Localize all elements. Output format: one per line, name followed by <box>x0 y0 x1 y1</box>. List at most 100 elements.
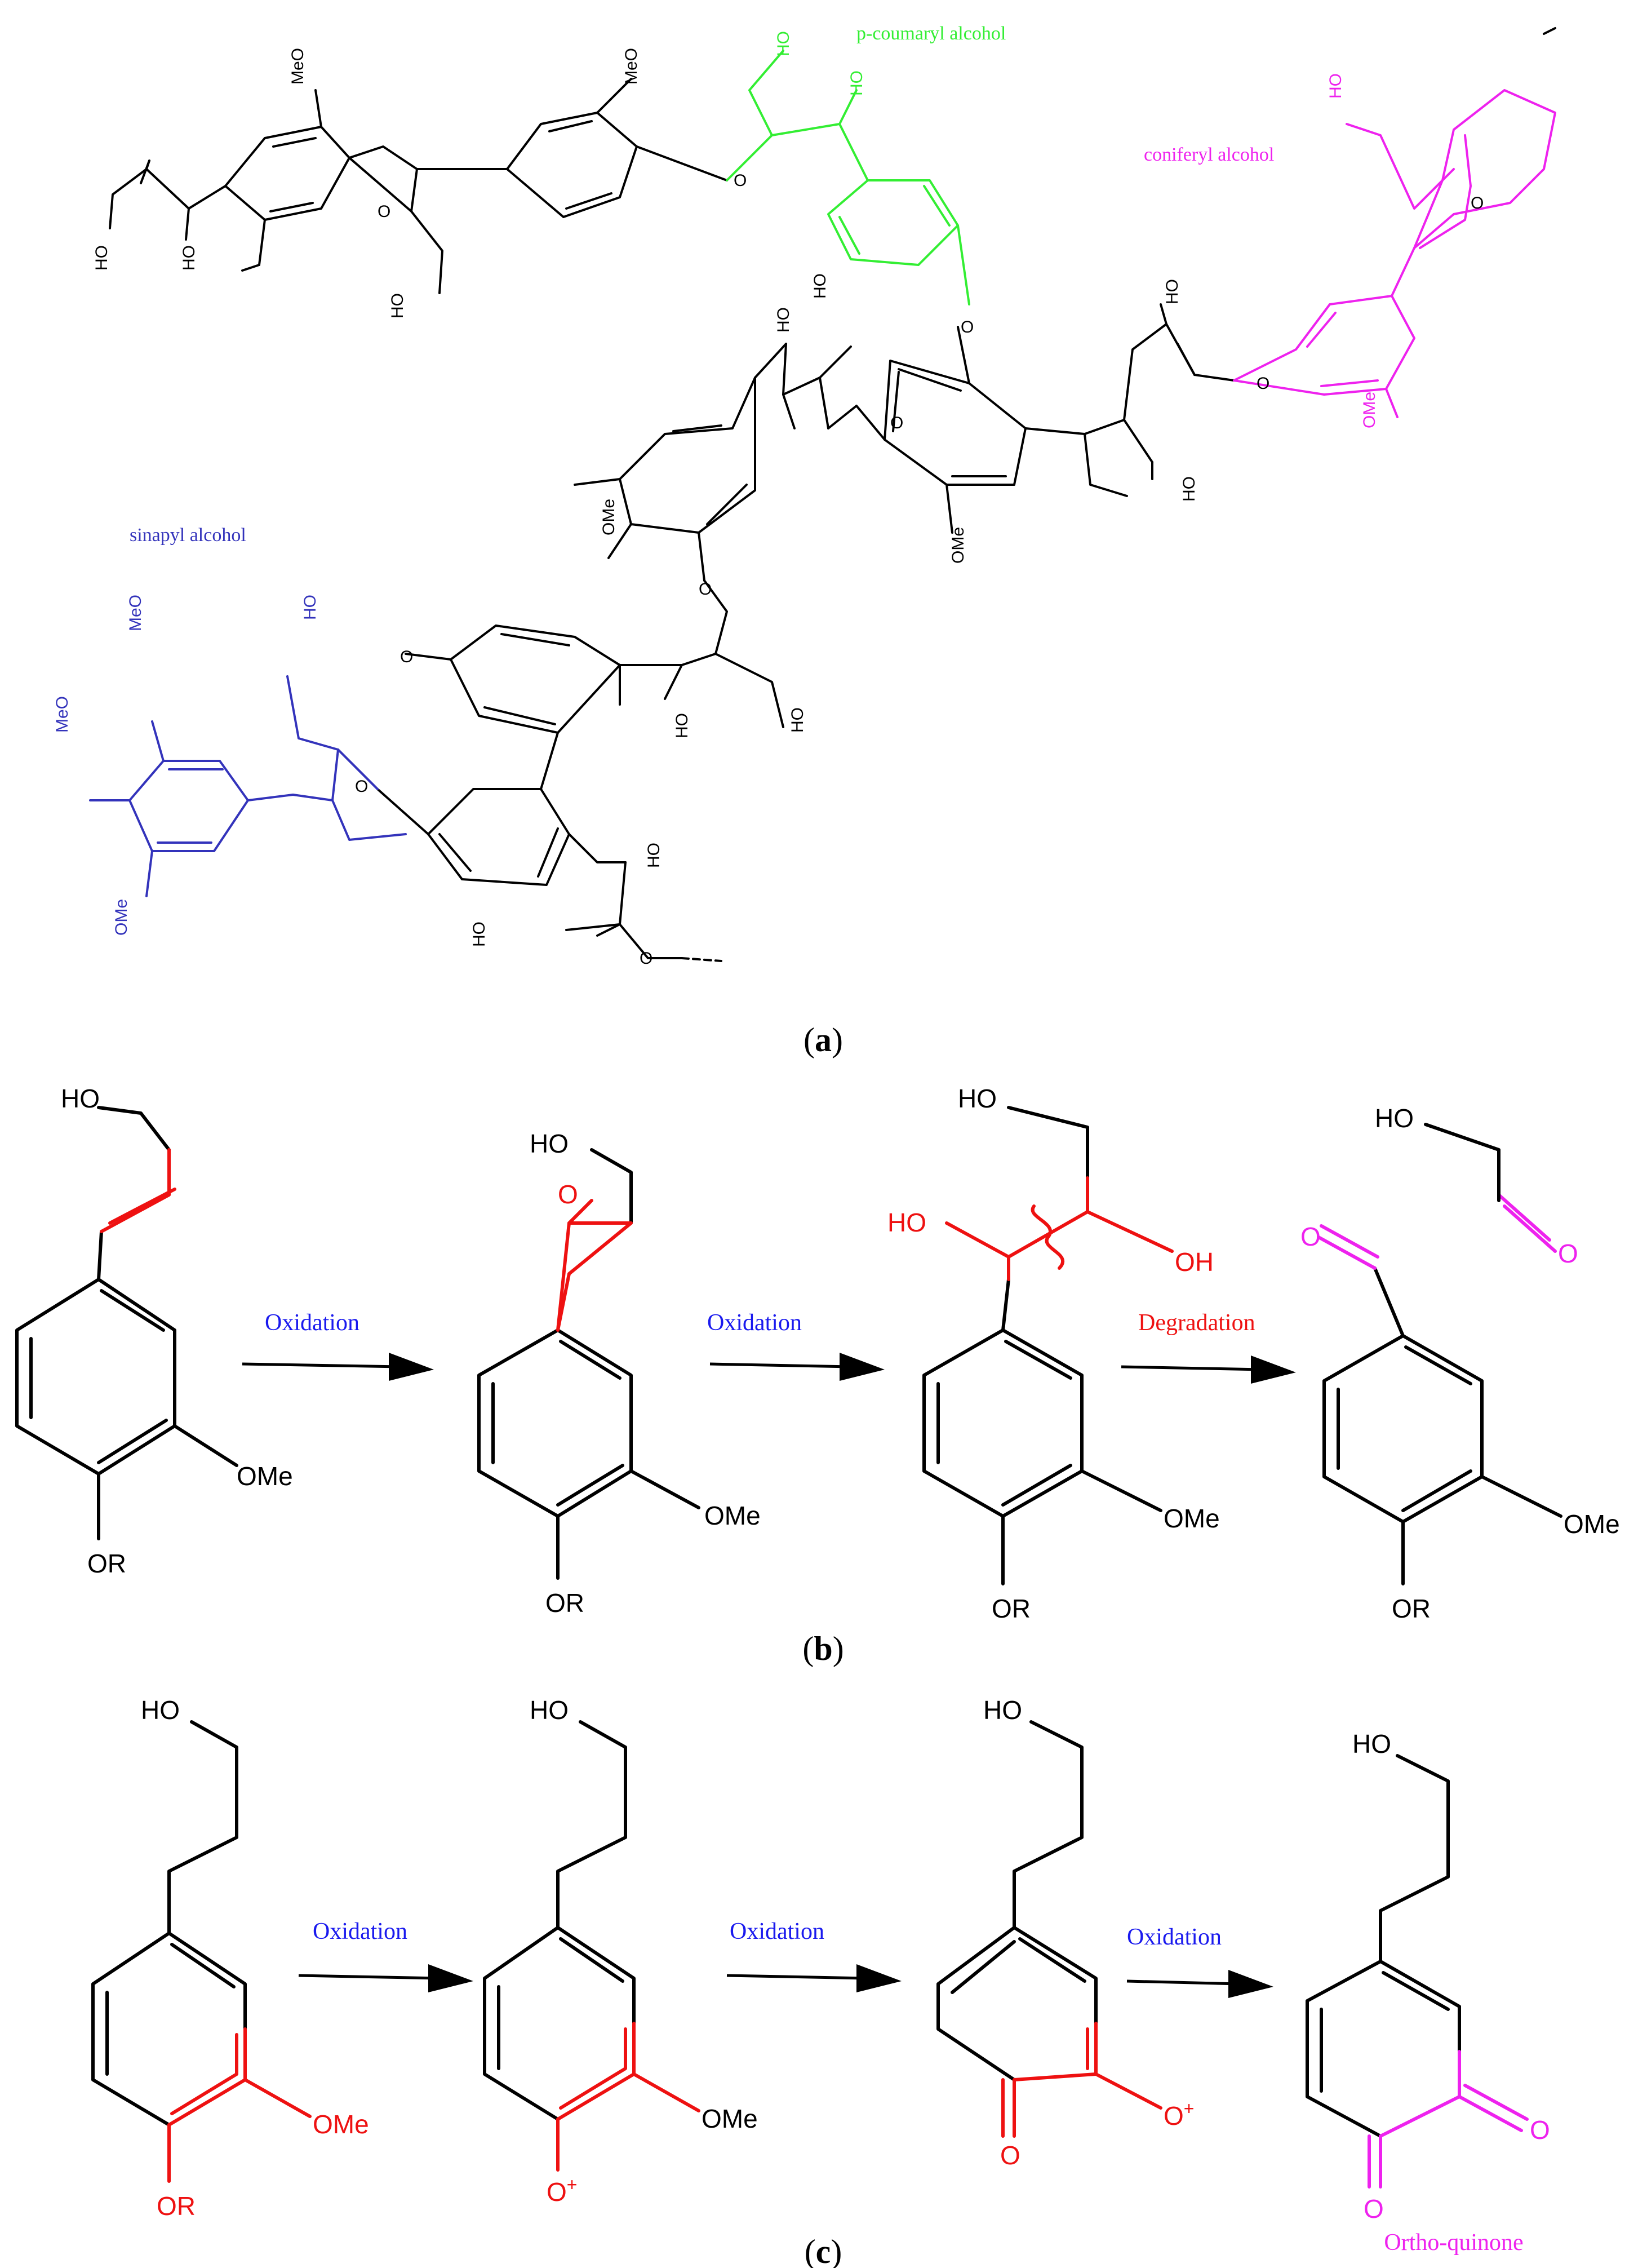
panel-b-caption: (b) <box>802 1630 844 1667</box>
sinapyl-unit <box>89 675 407 897</box>
ether-oxygen-label: O <box>378 202 390 221</box>
caption-open: ( <box>803 1021 815 1058</box>
ether-oxygen-label: O <box>734 171 747 190</box>
coniferyl-unit <box>1233 89 1556 418</box>
quinone-carbonyls <box>1368 2050 1529 2189</box>
hydroxyl-label: HO <box>983 1695 1022 1725</box>
methoxy-label: OMe <box>949 527 967 564</box>
ether-oxygen-label: O <box>1471 194 1484 212</box>
hydroxyl-label: HO <box>788 707 807 733</box>
hydroxyl-label: HO <box>673 713 691 738</box>
hydroxyl-label: HO <box>61 1084 100 1113</box>
methoxy-label: OMe <box>237 1461 293 1491</box>
hydroxyl-label: OH <box>1175 1247 1214 1277</box>
sinapyl-label: sinapyl alcohol <box>130 525 246 546</box>
hydroxyl-label: HO <box>180 245 198 271</box>
glycolaldehyde-product <box>1424 1123 1500 1202</box>
hydroxyl-label: HO <box>470 922 489 947</box>
panel-b-side-chain-oxidation: HO OMe OR Oxidation HO O OMe OR Ox <box>15 1084 1620 1667</box>
caption-letter: c <box>816 2233 831 2268</box>
reactive-aryl-ether <box>167 2027 312 2183</box>
vanillin-product <box>1322 1266 1562 1585</box>
caption-close: ) <box>832 1021 843 1058</box>
panel-a-caption: (a) <box>803 1021 843 1058</box>
diol-intermediate <box>922 1106 1162 1585</box>
hydroxyl-label: HO <box>530 1129 569 1158</box>
quinoid-ring <box>1001 2022 1162 2138</box>
epoxide-oxygen-label: O <box>558 1180 578 1209</box>
oxyl-label: O+ <box>547 2174 577 2207</box>
coumaryl-unit <box>726 50 970 305</box>
ether-oxygen-label: O <box>699 580 712 599</box>
methoxy-label: OMe <box>313 2110 369 2139</box>
guaiacyl-ether <box>91 1720 247 2127</box>
ether-oxygen-label: O <box>400 648 413 666</box>
methoxy-label: OMe <box>1564 1509 1620 1539</box>
carbonyl-oxygen-label: O <box>1000 2141 1020 2170</box>
ether-oxygen-label: O <box>1257 374 1269 393</box>
hydroxyl-label: HO <box>1326 73 1345 99</box>
panel-a-labels: p-coumaryl alcohol coniferyl alcohol sin… <box>53 23 1484 968</box>
ether-oxygen-label: O <box>640 949 652 968</box>
caption-open: ( <box>805 2233 816 2268</box>
caption-close: ) <box>831 2233 842 2268</box>
methoxy-label: OMe <box>702 2104 758 2133</box>
alkoxy-label: OR <box>545 1588 584 1618</box>
hydroxyl-label: HO <box>1375 1104 1414 1133</box>
hydroxyl-label: HO <box>92 245 111 271</box>
reactive-double-bond <box>100 1148 176 1233</box>
alkoxy-label: OR <box>1392 1594 1431 1623</box>
svg-text:(c): (c) <box>805 2233 842 2268</box>
alkoxy-label: OR <box>87 1549 126 1578</box>
ortho-quinone-product <box>1306 1754 1461 2138</box>
hydroxyl-label: HO <box>958 1084 997 1113</box>
carbonyl-oxygen-label: O <box>1364 2194 1384 2223</box>
caption-close: ) <box>833 1630 844 1667</box>
methoxy-label: MeO <box>126 595 145 631</box>
hydroxyl-label: HO <box>1352 1729 1391 1758</box>
methoxy-label: OMe <box>1360 392 1379 428</box>
methoxy-label: OMe <box>704 1501 761 1530</box>
hydroxyl-label: HO <box>388 293 407 318</box>
svg-text:(a): (a) <box>803 1021 843 1058</box>
lignin-backbone <box>109 27 1556 962</box>
oxidation-label: Oxidation <box>1127 1924 1222 1950</box>
aldehyde-groups <box>1317 1193 1557 1270</box>
methoxy-label: OMe <box>1164 1504 1220 1533</box>
hydroxyl-label: HO <box>847 70 866 96</box>
oxyl-label: O+ <box>1164 2098 1194 2130</box>
hydroxyl-label: HO <box>141 1695 180 1725</box>
caption-letter: b <box>814 1630 832 1667</box>
reaction-arrow: Oxidation <box>1126 1924 1273 1998</box>
hydroxyl-label: HO <box>774 31 793 56</box>
methoxy-label: MeO <box>288 48 307 85</box>
carbonyl-oxygen-label: O <box>1558 1239 1578 1268</box>
oxidation-label: Oxidation <box>707 1310 802 1336</box>
ether-oxygen-label: O <box>961 318 974 336</box>
reaction-arrow: Degradation <box>1121 1310 1296 1384</box>
hydroxyl-label: HO <box>301 595 319 620</box>
panel-c-ring-oxidation: HO OMe OR Oxidation HO OMe O+ Oxidation <box>91 1695 1550 2256</box>
carbonyl-oxygen-label: O <box>1300 1222 1321 1251</box>
hydroxyl-label: HO <box>1163 279 1182 304</box>
svg-text:(b): (b) <box>802 1630 844 1667</box>
methoxy-label: OMe <box>112 899 131 936</box>
epoxide-intermediate <box>477 1148 700 1580</box>
caption-letter: a <box>815 1021 832 1058</box>
hydroxyl-label: HO <box>811 273 829 299</box>
methoxy-label: MeO <box>53 696 72 733</box>
degradation-label: Degradation <box>1138 1310 1255 1336</box>
oxidation-label: Oxidation <box>730 1919 824 1944</box>
diol-bonds <box>945 1176 1174 1281</box>
ether-oxygen-label: O <box>890 414 903 432</box>
methoxy-label: OMe <box>600 499 618 535</box>
hydroxyl-label: HO <box>1180 476 1198 502</box>
hydroxyl-label: HO <box>645 843 663 868</box>
alkoxy-label: OR <box>992 1594 1031 1623</box>
reaction-arrow: Oxidation <box>298 1919 473 1992</box>
ether-oxygen-label: O <box>355 777 368 796</box>
coumaryl-label: p-coumaryl alcohol <box>856 23 1006 44</box>
reaction-arrow: Oxidation <box>726 1919 902 1992</box>
